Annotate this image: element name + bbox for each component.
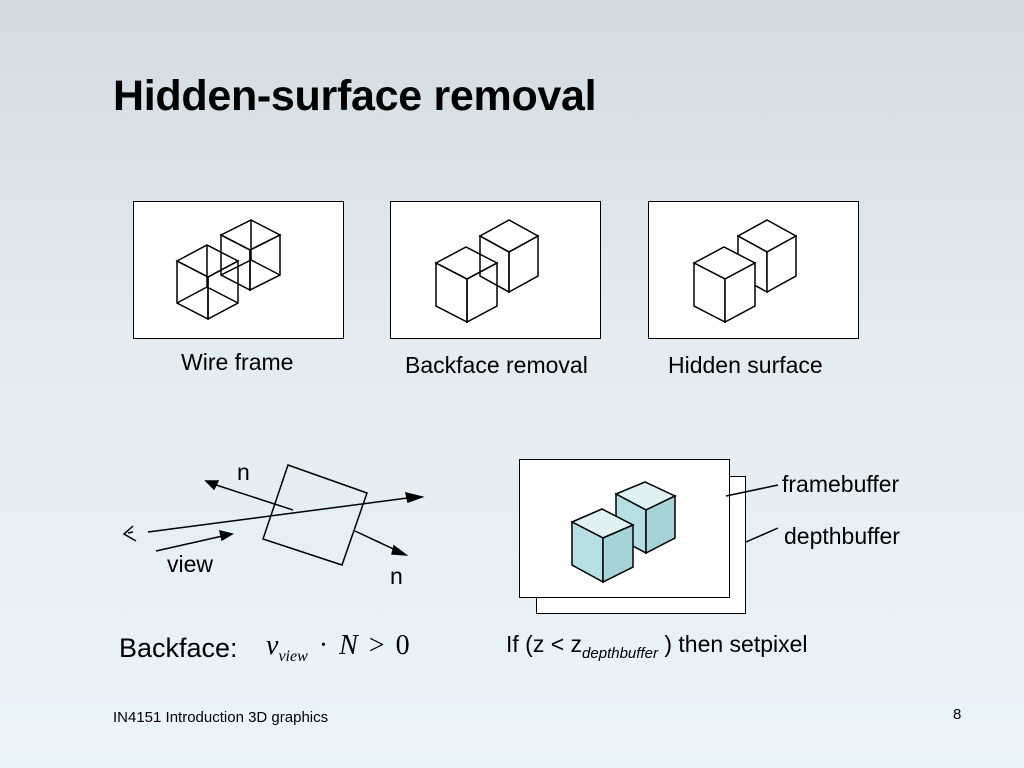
hidden-surface-panel <box>648 201 859 339</box>
framebuffer-label: framebuffer <box>782 471 900 497</box>
backface-removal-panel <box>390 201 601 339</box>
backface-formula: vview · N > 0 <box>266 630 410 666</box>
wireframe-panel <box>133 201 344 339</box>
formula-gt: > <box>368 630 385 661</box>
condition-prefix: If (z < z <box>506 631 583 657</box>
condition-subscript: depthbuffer <box>582 645 658 662</box>
hidden-surface-cubes-illustration <box>692 219 798 324</box>
backface-removal-caption: Backface removal <box>405 352 588 378</box>
hidden-surface-caption: Hidden surface <box>668 352 823 378</box>
wireframe-caption: Wire frame <box>181 349 294 375</box>
footer-course: IN4151 Introduction 3D graphics <box>113 709 329 726</box>
buffer-leader-lines <box>725 484 779 543</box>
shaded-cubes-illustration <box>570 481 677 584</box>
depthbuffer-label: depthbuffer <box>784 523 900 549</box>
view-label: view <box>167 551 214 577</box>
slide-title: Hidden-surface removal <box>113 72 597 120</box>
formula-dot: · <box>318 630 329 661</box>
normal-bottom-label: n <box>390 563 403 589</box>
depth-test-condition: If (z < zdepthbuffer ) then setpixel <box>506 630 808 662</box>
backface-cubes-illustration <box>434 219 540 324</box>
condition-suffix: ) then setpixel <box>657 631 808 657</box>
backface-normal-diagram <box>122 464 425 566</box>
wireframe-cubes-illustration <box>175 219 282 321</box>
formula-v-subscript: view <box>278 648 308 665</box>
page-number: 8 <box>953 706 962 723</box>
normal-top-label: n <box>237 459 250 485</box>
framebuffer-sheet <box>519 459 730 598</box>
formula-n: N <box>339 630 358 661</box>
backface-label: Backface: <box>119 633 238 663</box>
formula-v: v <box>266 630 279 661</box>
formula-zero: 0 <box>395 630 410 661</box>
